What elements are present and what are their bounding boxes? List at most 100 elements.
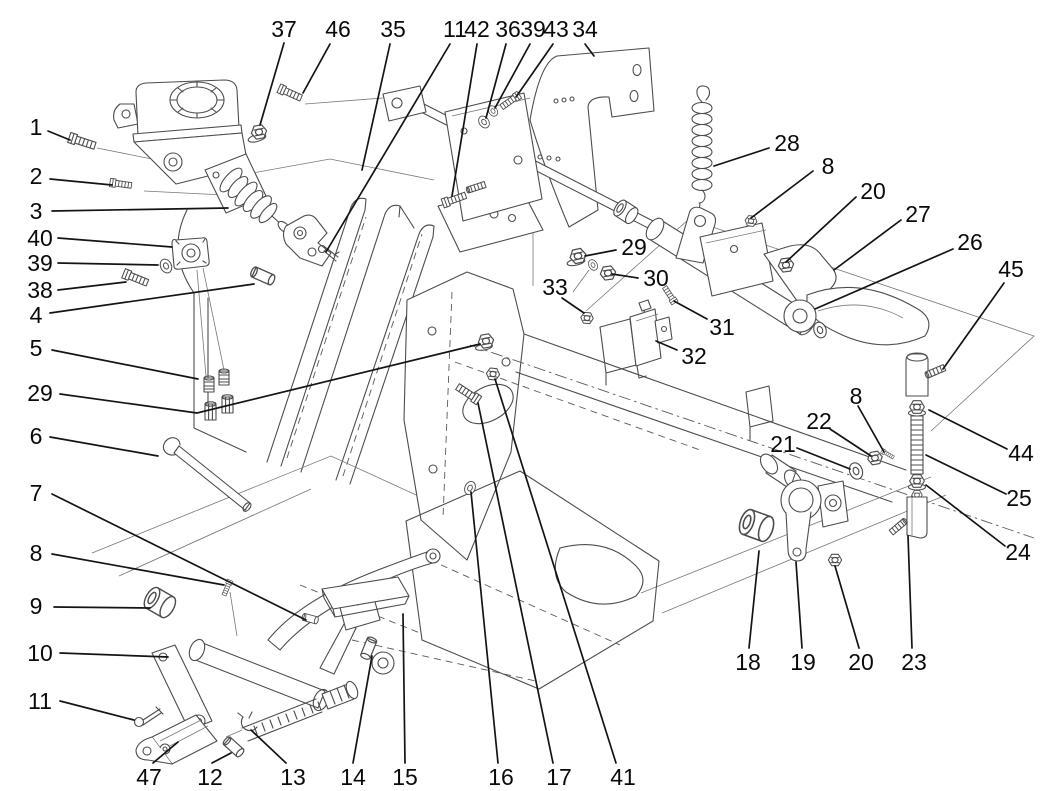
pedal-assembly — [133, 548, 441, 765]
leader-line-25 — [925, 454, 1007, 495]
leader-line-11-left — [59, 700, 135, 721]
callout-41: 41 — [610, 764, 636, 790]
leader-line-4 — [49, 283, 255, 314]
leader-line-9 — [53, 606, 151, 609]
leader-line-14 — [352, 655, 373, 764]
leader-line-41 — [494, 378, 617, 764]
leader-line-20-shaft — [785, 196, 857, 263]
callout-1: 1 — [30, 114, 43, 140]
callout-24: 24 — [1005, 539, 1031, 565]
leader-line-15 — [402, 613, 406, 764]
callout-5: 5 — [30, 335, 43, 361]
pin-4 — [248, 265, 277, 287]
leader-line-43 — [515, 43, 554, 98]
leader-line-21 — [796, 447, 851, 470]
leader-line-6 — [49, 436, 159, 457]
leader-line-20-lever — [834, 565, 860, 649]
callout-3: 3 — [30, 198, 43, 224]
leader-line-31 — [673, 300, 708, 320]
leader-line-45 — [942, 282, 1005, 370]
leader-line-2 — [49, 178, 113, 186]
callout-42: 42 — [464, 16, 490, 42]
callout-26: 26 — [957, 229, 983, 255]
leader-line-26 — [814, 248, 954, 310]
return-spring — [691, 85, 713, 214]
leader-line-8-shaft — [750, 170, 814, 219]
leader-line-11-top — [325, 43, 451, 253]
callout-29-right: 29 — [621, 234, 647, 260]
callout-16: 16 — [488, 764, 514, 790]
leader-line-37 — [259, 42, 285, 126]
leader-line-10 — [59, 652, 169, 658]
master-cylinder — [113, 79, 291, 234]
bolt-2 — [109, 177, 133, 191]
leader-lines — [47, 42, 1008, 764]
callout-7: 7 — [30, 480, 43, 506]
leader-line-16 — [470, 491, 499, 764]
callout-10: 10 — [27, 640, 53, 666]
leader-line-47 — [152, 741, 179, 764]
callout-47: 47 — [136, 764, 162, 790]
leader-line-12 — [211, 752, 232, 764]
callout-33: 33 — [542, 274, 568, 300]
callout-19: 19 — [790, 649, 816, 675]
leader-line-38 — [57, 281, 127, 291]
callout-6: 6 — [30, 423, 43, 449]
washer-39 — [157, 256, 175, 276]
cross-shaft-assembly — [610, 197, 930, 346]
callout-29-left: 29 — [27, 380, 53, 406]
leader-line-8-left — [51, 553, 225, 586]
callout-37: 37 — [271, 16, 297, 42]
callout-28: 28 — [774, 130, 800, 156]
bolt-46 — [276, 83, 304, 103]
leader-line-40 — [57, 237, 173, 248]
leader-line-3 — [51, 207, 229, 212]
leader-line-8-link — [857, 405, 885, 453]
leader-line-30 — [611, 273, 639, 279]
callout-20-lever: 20 — [848, 649, 874, 675]
callout-25: 25 — [1006, 485, 1032, 511]
leader-line-23 — [907, 535, 913, 649]
nut-37 — [247, 123, 269, 143]
callout-11-left: 11 — [28, 688, 52, 714]
leader-line-29-left — [59, 343, 481, 414]
leader-line-5 — [51, 349, 199, 380]
callout-8-shaft: 8 — [822, 153, 835, 179]
callout-22: 22 — [806, 408, 832, 434]
callout-27: 27 — [905, 201, 931, 227]
callout-44: 44 — [1008, 440, 1034, 466]
callout-20-shaft: 20 — [860, 178, 886, 204]
cotter-pin-11 — [133, 716, 145, 728]
center-fasteners — [454, 246, 618, 497]
callout-14: 14 — [340, 764, 366, 790]
mounting-block — [171, 237, 210, 270]
callout-2: 2 — [30, 163, 43, 189]
leader-line-24 — [925, 484, 1006, 547]
callout-8-left: 8 — [30, 540, 43, 566]
vertical-link — [888, 352, 947, 539]
callout-18: 18 — [735, 649, 761, 675]
leader-line-39-left — [57, 262, 159, 266]
bolt-38 — [121, 268, 150, 288]
callout-43: 43 — [543, 16, 569, 42]
leader-line-36 — [485, 43, 507, 119]
callout-8-link: 8 — [850, 383, 863, 409]
leader-line-18 — [748, 550, 760, 649]
leader-line-28 — [713, 147, 770, 167]
callout-21: 21 — [770, 431, 796, 457]
callout-4: 4 — [30, 302, 43, 328]
leader-line-42 — [451, 43, 478, 197]
dash-rod — [162, 437, 252, 512]
callout-15: 15 — [392, 764, 418, 790]
bellcrank-lever — [735, 448, 896, 567]
callout-17: 17 — [546, 764, 572, 790]
leader-line-39-top — [494, 43, 531, 109]
leader-line-7 — [51, 493, 307, 621]
leader-line-27 — [833, 219, 902, 271]
leader-line-35 — [361, 43, 391, 171]
callout-11-top: 11 — [443, 16, 467, 42]
frame-weldment — [91, 147, 1035, 690]
leader-line-46 — [302, 43, 331, 94]
